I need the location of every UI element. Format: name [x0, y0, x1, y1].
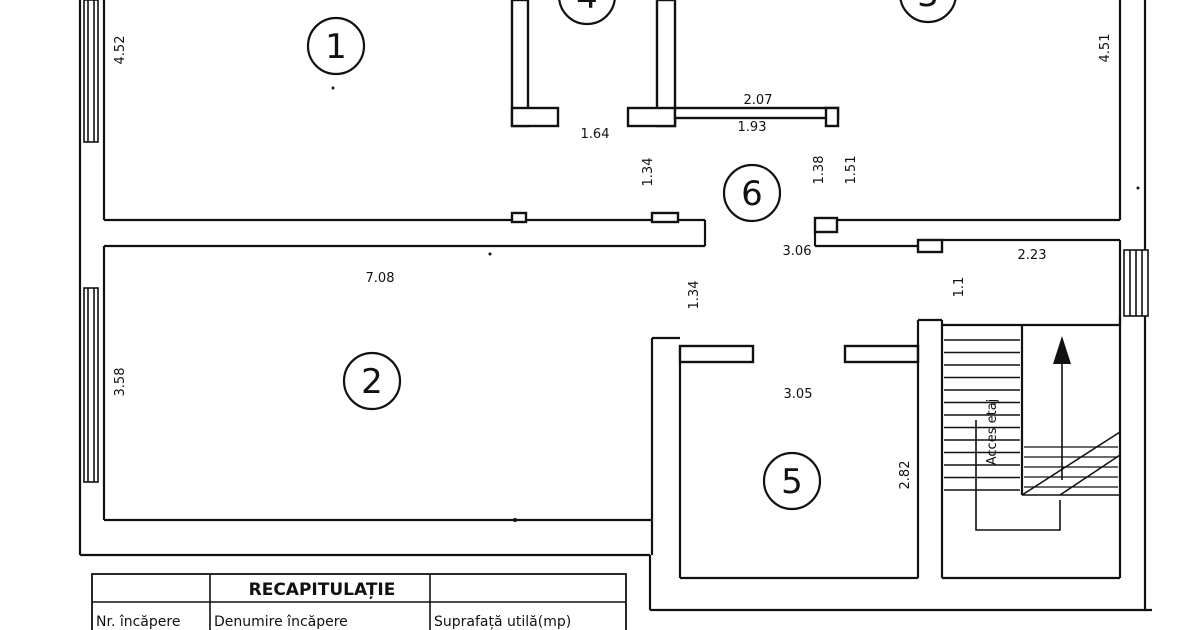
dim-134-upper: 1.34 — [641, 158, 656, 187]
recap-table: RECAPITULAȚIE Nr. încăpere Denumire încă… — [91, 573, 627, 630]
recap-table-title: RECAPITULAȚIE — [249, 580, 396, 600]
room-marker-3: 3 — [899, 0, 957, 24]
dim-452: 4.52 — [113, 36, 128, 65]
svg-text:1: 1 — [325, 27, 347, 67]
dim-207: 2.07 — [744, 93, 773, 108]
svg-text:4: 4 — [576, 0, 598, 17]
staircase — [942, 323, 1121, 531]
dim-11: 1.1 — [952, 277, 967, 298]
dim-306: 3.06 — [783, 244, 812, 259]
dim-708: 7.08 — [366, 271, 395, 286]
room-3-walls — [673, 0, 1147, 250]
dim-282: 2.82 — [898, 461, 913, 490]
room-2-walls — [104, 336, 682, 578]
room-marker-6: 6 — [722, 163, 782, 223]
dim-358: 3.58 — [113, 368, 128, 397]
dim-134-lower: 1.34 — [687, 281, 702, 310]
stair-arrow-icon — [1053, 336, 1071, 364]
stair-label: Acces etaj — [985, 399, 1000, 466]
stair-steps — [944, 339, 1118, 491]
recap-header-room-number: Nr. încăpere — [96, 614, 180, 630]
dim-151: 1.51 — [844, 156, 859, 185]
dim-305: 3.05 — [784, 387, 813, 402]
exterior-wall-right — [942, 316, 1147, 610]
room-marker-1: 1 — [306, 16, 366, 76]
room-marker-2: 2 — [342, 351, 402, 411]
room-5-walls — [648, 318, 1152, 612]
recap-header-room-name: Denumire încăpere — [214, 614, 348, 630]
door-jamb-room-5-left — [678, 344, 755, 364]
window-room-2 — [83, 287, 99, 483]
recap-header-area: Suprafață utilă(mp) — [434, 614, 571, 630]
dim-193: 1.93 — [738, 120, 767, 135]
exterior-wall-left — [78, 0, 650, 557]
svg-text:6: 6 — [741, 174, 763, 214]
svg-text:5: 5 — [781, 462, 803, 502]
room-marker-5: 5 — [762, 451, 822, 511]
door-jamb-room-5-right — [843, 344, 920, 364]
dim-164: 1.64 — [581, 127, 610, 142]
room-marker-4: 4 — [558, 0, 616, 26]
svg-text:2: 2 — [361, 362, 383, 402]
window-right — [1123, 249, 1149, 317]
dim-138: 1.38 — [812, 156, 827, 185]
dim-223: 2.23 — [1018, 248, 1047, 263]
room-4-walls — [510, 0, 677, 128]
svg-text:3: 3 — [917, 0, 939, 15]
dim-451: 4.51 — [1098, 34, 1113, 63]
corridor-walls-right — [815, 238, 1122, 325]
window-room-1 — [83, 0, 99, 143]
wall-between-room-1-and-2 — [104, 211, 707, 248]
